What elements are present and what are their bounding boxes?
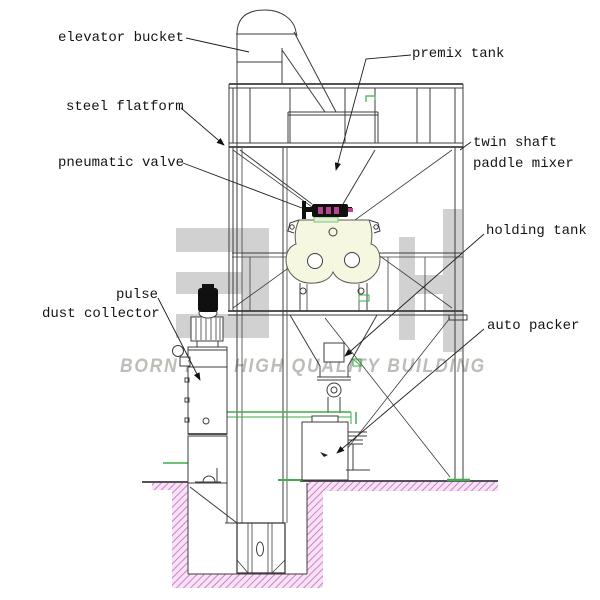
leader-pneumatic-valve bbox=[182, 162, 303, 209]
pulse-dust-collector bbox=[172, 284, 238, 574]
leader-holding-tank bbox=[344, 233, 485, 357]
discharge-chute bbox=[293, 31, 337, 113]
leader-auto-packer bbox=[336, 328, 485, 454]
mixer-shaft-left bbox=[307, 253, 323, 269]
pit-right-wall bbox=[307, 481, 323, 588]
leader-premix-tank bbox=[334, 54, 412, 171]
mixer-shaft-right bbox=[344, 252, 360, 268]
labels: elevator bucket steel flatform pneumatic… bbox=[42, 30, 587, 334]
watermark-logo bbox=[176, 209, 462, 352]
platform-clamp bbox=[365, 95, 376, 102]
label-holding-tank: holding tank bbox=[486, 223, 587, 239]
label-elevator-bucket: elevator bucket bbox=[58, 30, 184, 46]
pit-left-wall bbox=[172, 483, 188, 586]
fan-motor bbox=[198, 288, 218, 312]
leader-lines bbox=[157, 37, 485, 454]
label-dust-collector: dust collector bbox=[42, 306, 160, 322]
pit-floor bbox=[172, 574, 323, 588]
elevator-head-dome bbox=[236, 9, 298, 37]
holding-tank bbox=[289, 314, 378, 413]
auto-packer bbox=[301, 415, 370, 481]
leader-elevator-bucket bbox=[185, 37, 250, 53]
pit-left-ground-hatch bbox=[152, 483, 174, 490]
bucket-elevator bbox=[225, 9, 337, 574]
paddle-mixer bbox=[285, 219, 381, 311]
label-auto-packer: auto packer bbox=[487, 318, 579, 334]
boot-chute bbox=[189, 486, 238, 524]
premix-tank-top bbox=[287, 111, 379, 143]
leader-dust-collector bbox=[157, 297, 201, 381]
pneumatic-valve bbox=[302, 201, 353, 223]
label-twin-shaft-1: twin shaft bbox=[473, 135, 557, 151]
steel-platform bbox=[228, 83, 464, 148]
bag-clamp-mark bbox=[320, 452, 328, 457]
label-pneumatic-valve: pneumatic valve bbox=[58, 155, 184, 171]
premix-tank-hopper bbox=[239, 149, 376, 205]
mixer-body bbox=[285, 219, 381, 284]
pressure-gauge bbox=[172, 345, 184, 357]
collector-body bbox=[187, 346, 228, 435]
label-premix-tank: premix tank bbox=[412, 46, 504, 62]
rotary-flange bbox=[326, 382, 342, 398]
packer-body bbox=[301, 421, 349, 481]
ground-hatch-right bbox=[307, 481, 498, 491]
collector-lower bbox=[187, 435, 228, 484]
label-pulse: pulse bbox=[116, 287, 158, 303]
label-twin-shaft-2: paddle mixer bbox=[473, 156, 574, 172]
pit bbox=[142, 480, 498, 588]
leader-twin-shaft bbox=[459, 141, 472, 151]
holding-tank-gate bbox=[323, 342, 345, 363]
label-steel-platform: steel flatform bbox=[66, 99, 184, 115]
leader-steel-platform bbox=[180, 107, 225, 146]
elevator-boot bbox=[225, 522, 286, 574]
